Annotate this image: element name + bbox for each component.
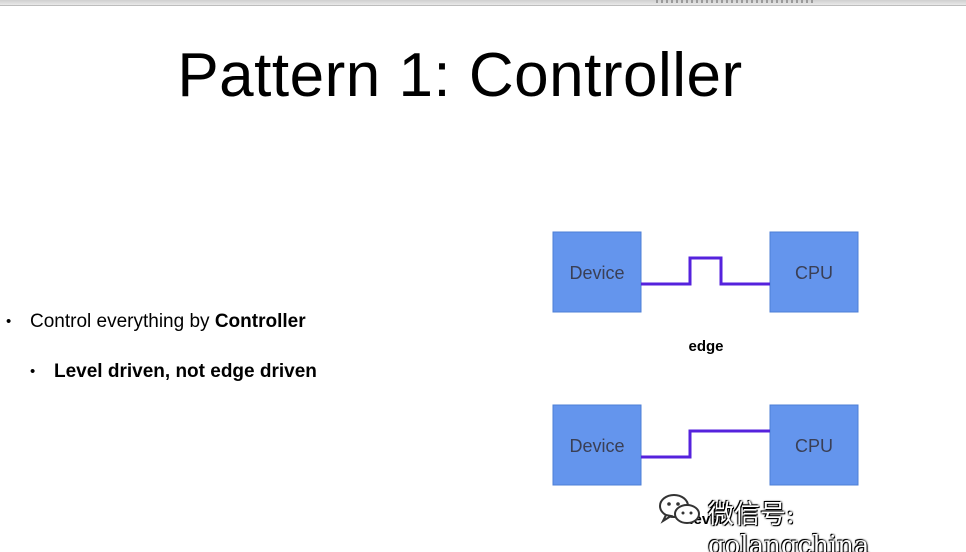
level-signal-line [641, 429, 770, 459]
device-box [552, 404, 642, 486]
edge-caption: edge [688, 338, 723, 355]
slide-title: Pattern 1: Controller [177, 41, 743, 110]
cpu-box-label: CPU [795, 436, 833, 456]
bullet-item-level-driven: • Level driven, not edge driven [6, 360, 317, 384]
wechat-watermark: 微信号: golangchina [656, 490, 946, 552]
cpu-box [769, 404, 859, 486]
watermark-text: 微信号: golangchina [708, 500, 870, 552]
bullet-bold-text: Controller [214, 311, 306, 332]
cpu-box [769, 231, 859, 313]
device-box [552, 231, 642, 313]
bullet-text: Control everything by [30, 311, 215, 332]
wechat-icon [659, 494, 700, 524]
edge-signal-line [641, 256, 770, 286]
device-box-label: Device [569, 436, 624, 456]
bullet-bold-text: Level driven, not edge driven [54, 361, 317, 382]
bullet-item-controller: • Control everything by Controller [6, 310, 317, 334]
device-box-label: Device [569, 263, 624, 283]
top-bar-grip [656, 0, 816, 3]
window-top-bar [0, 0, 966, 6]
bullet-marker: • [30, 363, 36, 380]
bullet-list: • Control everything by Controller • Lev… [6, 310, 317, 384]
cpu-box-label: CPU [795, 263, 833, 283]
bullet-marker: • [6, 313, 12, 330]
edge-diagram: Device CPU edge [552, 231, 859, 355]
